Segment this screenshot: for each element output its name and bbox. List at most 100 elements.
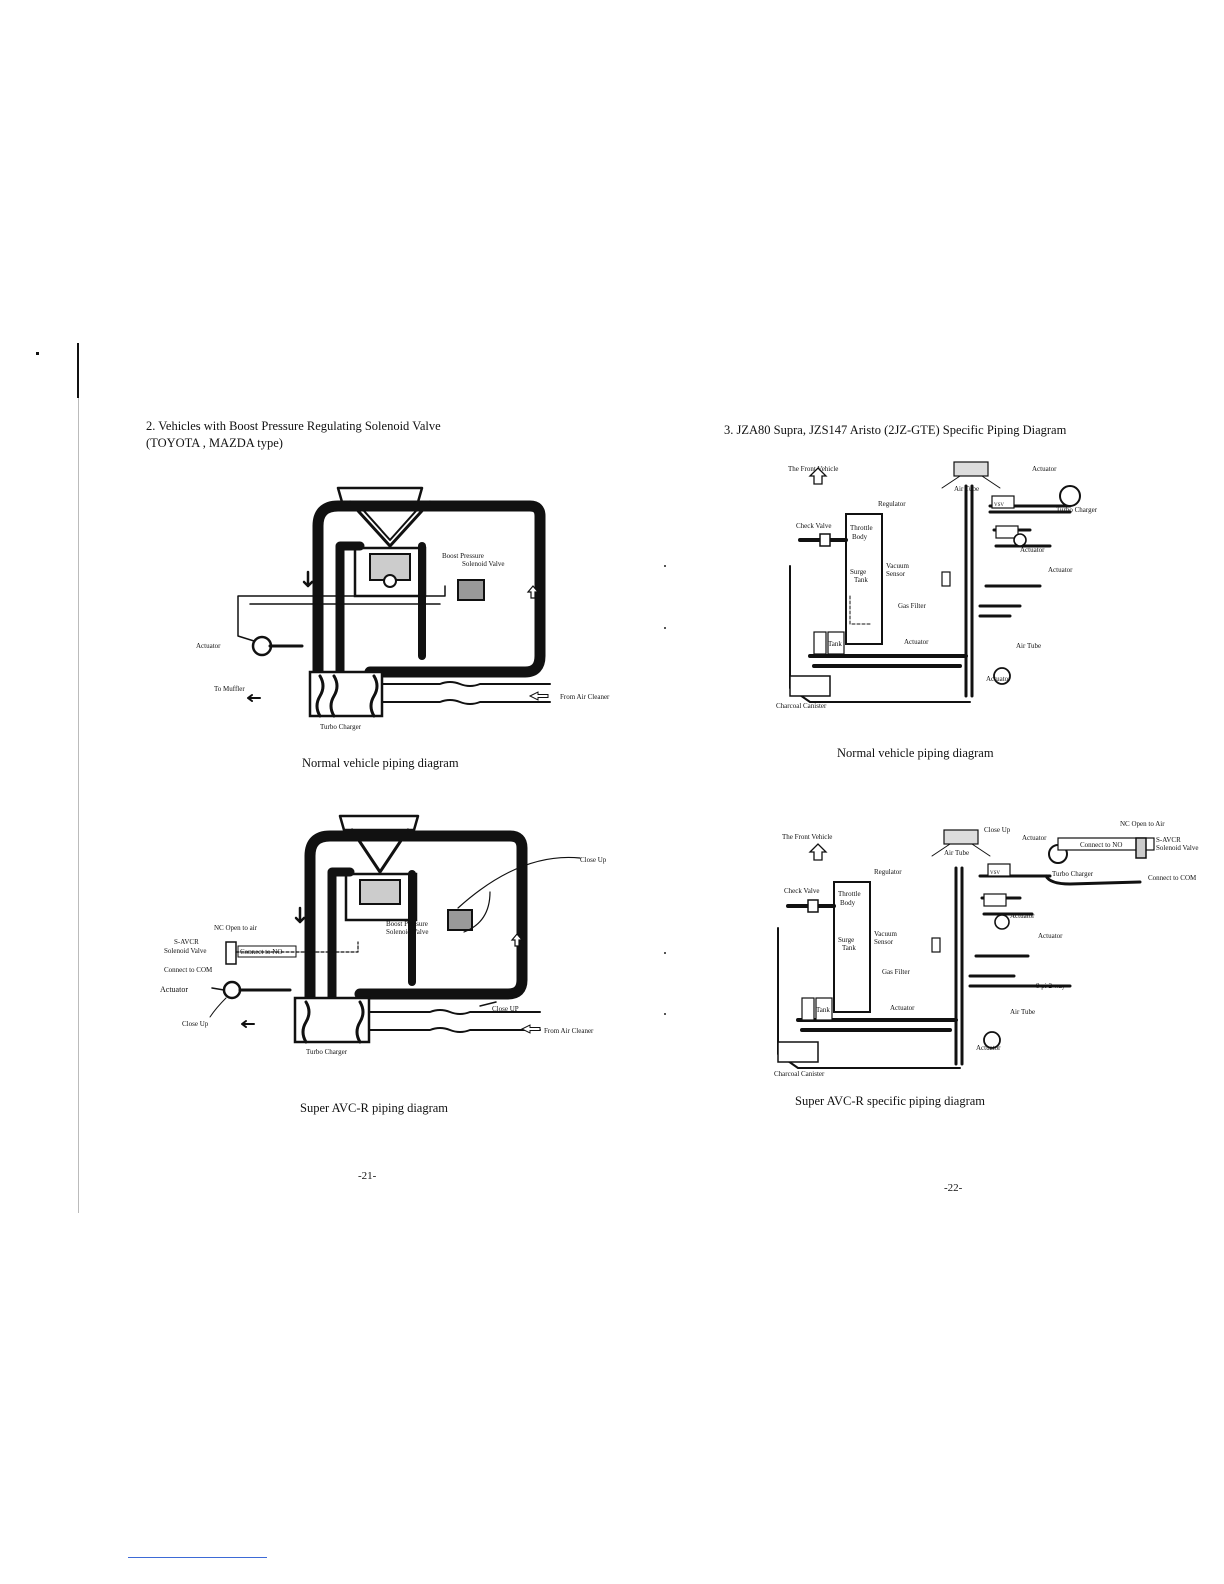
- turbo-icon: [1059, 485, 1081, 507]
- label-front-vehicle: The Front Vehicle: [788, 465, 838, 473]
- label-tank-small: Tank: [816, 1006, 830, 1014]
- label-charcoal-canister: Charcoal Canister: [774, 1070, 825, 1078]
- label-body: Body: [852, 533, 868, 541]
- air-tube-box: [943, 829, 979, 845]
- label-tank: Tank: [854, 576, 868, 584]
- left-diagram1-caption: Normal vehicle piping diagram: [302, 756, 459, 770]
- label-air-tube-top: Air Tube: [954, 485, 979, 493]
- label-throttle: Throttle: [850, 524, 873, 532]
- binding-edge-mark: [77, 343, 79, 398]
- signal-hose: [235, 941, 359, 953]
- label-front-vehicle: The Front Vehicle: [782, 833, 832, 841]
- label-close-up-top: Close Up: [580, 856, 607, 864]
- label-air-tube-low: Air Tube: [1016, 642, 1041, 650]
- vsv-icon: [813, 631, 827, 655]
- 2jz-normal-diagram: The Front Vehicle Air Tube Actuator Turb…: [776, 461, 1098, 710]
- right-diagram2-caption: Super AVC-R specific piping diagram: [795, 1094, 986, 1108]
- close-up-arrow-icon: [479, 1001, 497, 1007]
- savcr-solenoid-icon: [1135, 837, 1147, 859]
- actuator-icon: [994, 914, 1010, 930]
- label-connect-to-com: Connect to COM: [1148, 874, 1197, 882]
- binding-edge-line: [78, 398, 79, 1213]
- actuator-icon: [1013, 533, 1027, 547]
- bottom-link-underline: [128, 1557, 267, 1558]
- piston: [369, 553, 411, 581]
- label-actuator-top: Actuator: [1032, 465, 1057, 473]
- flow-arrow-down-icon: [294, 906, 306, 924]
- label-charcoal-canister: Charcoal Canister: [776, 702, 827, 710]
- left-heading-line2: (TOYOTA , MAZDA type): [146, 436, 283, 450]
- intake-line: [381, 681, 551, 687]
- label-actuator-right: Actuator: [1048, 566, 1073, 574]
- label-actuator-bottom: Actuator: [986, 675, 1011, 683]
- label-vsv: VSV: [994, 503, 1004, 508]
- boost-solenoid-valve-icon: [447, 909, 473, 931]
- label-solenoid-valve: Solenoid Valve: [462, 560, 504, 568]
- left-heading-line1: 2. Vehicles with Boost Pressure Regulati…: [146, 419, 441, 433]
- label-close-up: Close Up: [984, 826, 1011, 834]
- main-hose: [964, 484, 974, 698]
- label-savcr-solenoid: Solenoid Valve: [164, 947, 206, 955]
- connect-to-no-box: [1057, 837, 1155, 851]
- label-turbo-charger: Turbo Charger: [320, 723, 362, 731]
- label-air-tube-low: Air Tube: [1010, 1008, 1035, 1016]
- air-box: [338, 814, 420, 832]
- label-turbo-charger: Turbo Charger: [1056, 506, 1098, 514]
- label-body: Body: [840, 899, 856, 907]
- downpipe: [335, 541, 365, 691]
- vsv-icon: [987, 863, 1011, 877]
- label-gas-filter: Gas Filter: [882, 968, 910, 976]
- label-gas-filter: Gas Filter: [898, 602, 926, 610]
- label-turbo-charger: Turbo Charger: [306, 1048, 348, 1056]
- label-way: 8 pi 2 way: [1036, 982, 1066, 990]
- air-inlet-arrow-icon: [520, 1024, 541, 1034]
- label-tank-small: Tank: [828, 640, 842, 648]
- label-close-up-mid: Close UP: [492, 1005, 519, 1013]
- flow-arrow-down-icon: [302, 570, 314, 588]
- label-connect-to-no: Connect to NO: [1080, 841, 1122, 849]
- left-page-number: -21-: [358, 1170, 377, 1182]
- label-turbo-charger: Turbo Charger: [1052, 870, 1094, 878]
- check-valve-icon: [819, 533, 831, 547]
- small-tank-box: [827, 631, 845, 655]
- label-actuator: Actuator: [160, 985, 188, 994]
- scan-dot-mark: [664, 1013, 666, 1015]
- label-savcr-solenoid: Solenoid Valve: [1156, 844, 1198, 852]
- label-savcr: S-AVCR: [1156, 836, 1181, 844]
- scan-dot-mark: [664, 565, 666, 567]
- front-arrow-icon: [808, 467, 828, 485]
- label-nc-open-to-air: NC Open to air: [214, 924, 258, 932]
- boost-solenoid-normal-diagram: Boost Pressure Solenoid Valve Actuator T…: [196, 486, 610, 731]
- label-actuator-low: Actuator: [904, 638, 929, 646]
- surge-tank-box: [833, 881, 871, 1013]
- label-actuator-low: Actuator: [890, 1004, 915, 1012]
- main-hose: [954, 866, 964, 1066]
- label-check-valve: Check Valve: [796, 522, 831, 530]
- label-surge: Surge: [838, 936, 854, 944]
- actuator-icon: [251, 635, 273, 657]
- vsv-icon: [991, 495, 1015, 509]
- label-sensor: Sensor: [874, 938, 894, 946]
- label-actuator-right: Actuator: [1038, 932, 1063, 940]
- air-tube-box: [953, 461, 989, 477]
- actuator-icon: [993, 667, 1011, 685]
- vsv-icon: [801, 997, 815, 1021]
- surge-tank-box: [845, 513, 883, 645]
- label-connect-to-no: Connect to NO: [240, 948, 282, 956]
- exhaust-arrow-icon: [241, 1020, 255, 1028]
- 2jz-savcr-diagram: NC Open to Air S-AVCR Solenoid Valve Con…: [774, 820, 1198, 1078]
- label-connect-to-com: Connect to COM: [164, 966, 213, 974]
- close-up-leader: [457, 856, 581, 909]
- actuator-icon: [222, 980, 242, 1000]
- savcr-solenoid-icon: [225, 941, 237, 965]
- charcoal-canister-box: [789, 675, 831, 697]
- label-savcr: S-AVCR: [174, 938, 199, 946]
- air-inlet-arrow-icon: [528, 691, 549, 701]
- left-heading: 2. Vehicles with Boost Pressure Regulati…: [146, 418, 441, 452]
- label-sensor: Sensor: [886, 570, 906, 578]
- scan-dot-mark: [664, 627, 666, 629]
- piston: [359, 879, 401, 905]
- label-close-up-left: Close Up: [182, 1020, 209, 1028]
- label-throttle: Throttle: [838, 890, 861, 898]
- boost-solenoid-valve-icon: [457, 579, 485, 601]
